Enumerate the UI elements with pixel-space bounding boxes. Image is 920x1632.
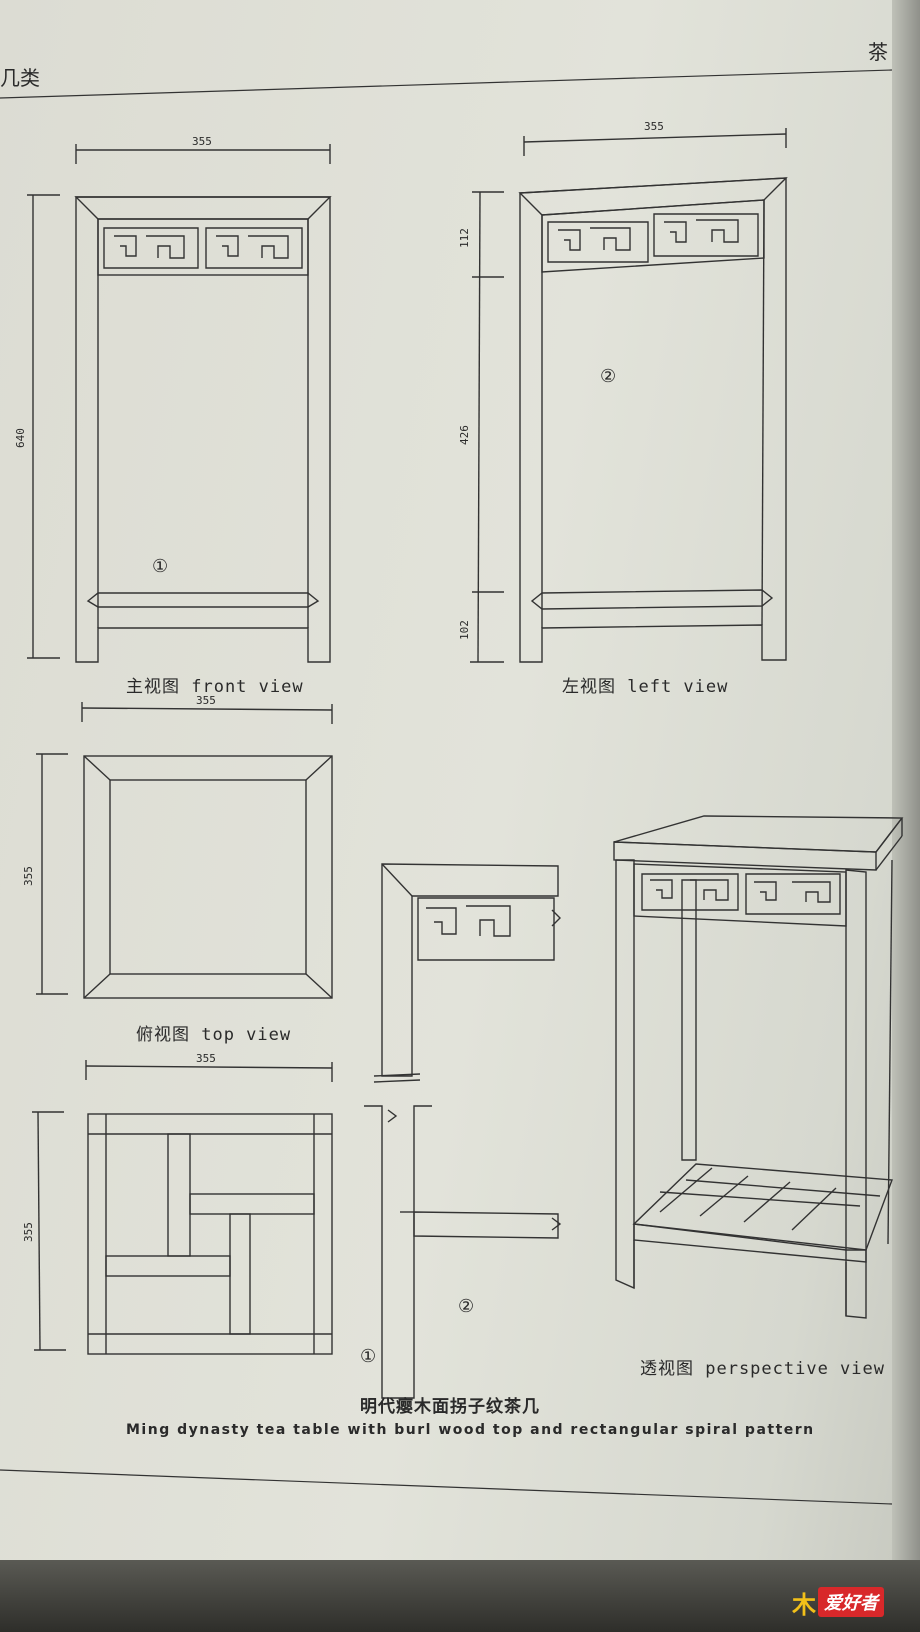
dim-top-width: 355: [196, 694, 216, 707]
marker-two-detail: ②: [458, 1296, 475, 1317]
watermark-mark: 木: [792, 1590, 816, 1619]
dim-left-middle: 426: [458, 425, 471, 445]
dim-bottom-depth: 355: [22, 1222, 35, 1242]
drawing-title-chinese: 明代瘿木面拐子纹茶几: [360, 1397, 540, 1417]
dim-left-apron: 112: [458, 228, 471, 248]
marker-one-front: ①: [152, 556, 169, 577]
header-chapter-label: 茶: [868, 40, 888, 64]
left-view-drawing: [470, 128, 788, 663]
caption-front-view: 主视图 front view: [126, 677, 304, 697]
dim-bottom-width: 355: [196, 1052, 216, 1065]
watermark-text: 爱好者: [818, 1587, 884, 1617]
header-section-label: 几类: [0, 66, 40, 90]
front-view-drawing: [27, 144, 332, 663]
top-view-drawing: [36, 702, 333, 999]
marker-one-detail: ①: [360, 1346, 377, 1367]
dim-front-height: 640: [14, 428, 27, 448]
dim-left-bottom: 102: [458, 620, 471, 640]
page-edge-shadow: [892, 0, 920, 1632]
drawing-title-english: Ming dynasty tea table with burl wood to…: [126, 1422, 815, 1438]
watermark-logo: 木 爱好者: [792, 1586, 906, 1619]
dim-front-width: 355: [192, 135, 212, 148]
bottom-view-drawing: [32, 1060, 333, 1355]
caption-perspective-view: 透视图 perspective view: [640, 1359, 885, 1379]
dim-top-depth: 355: [22, 866, 35, 886]
caption-left-view: 左视图 left view: [562, 677, 729, 697]
table-surface: [0, 1560, 920, 1632]
dim-left-width: 355: [644, 120, 664, 133]
caption-top-view: 俯视图 top view: [136, 1025, 292, 1045]
detail-view-drawing: [364, 863, 562, 1399]
perspective-view-drawing: [613, 815, 904, 1319]
marker-two-left: ②: [600, 366, 617, 387]
